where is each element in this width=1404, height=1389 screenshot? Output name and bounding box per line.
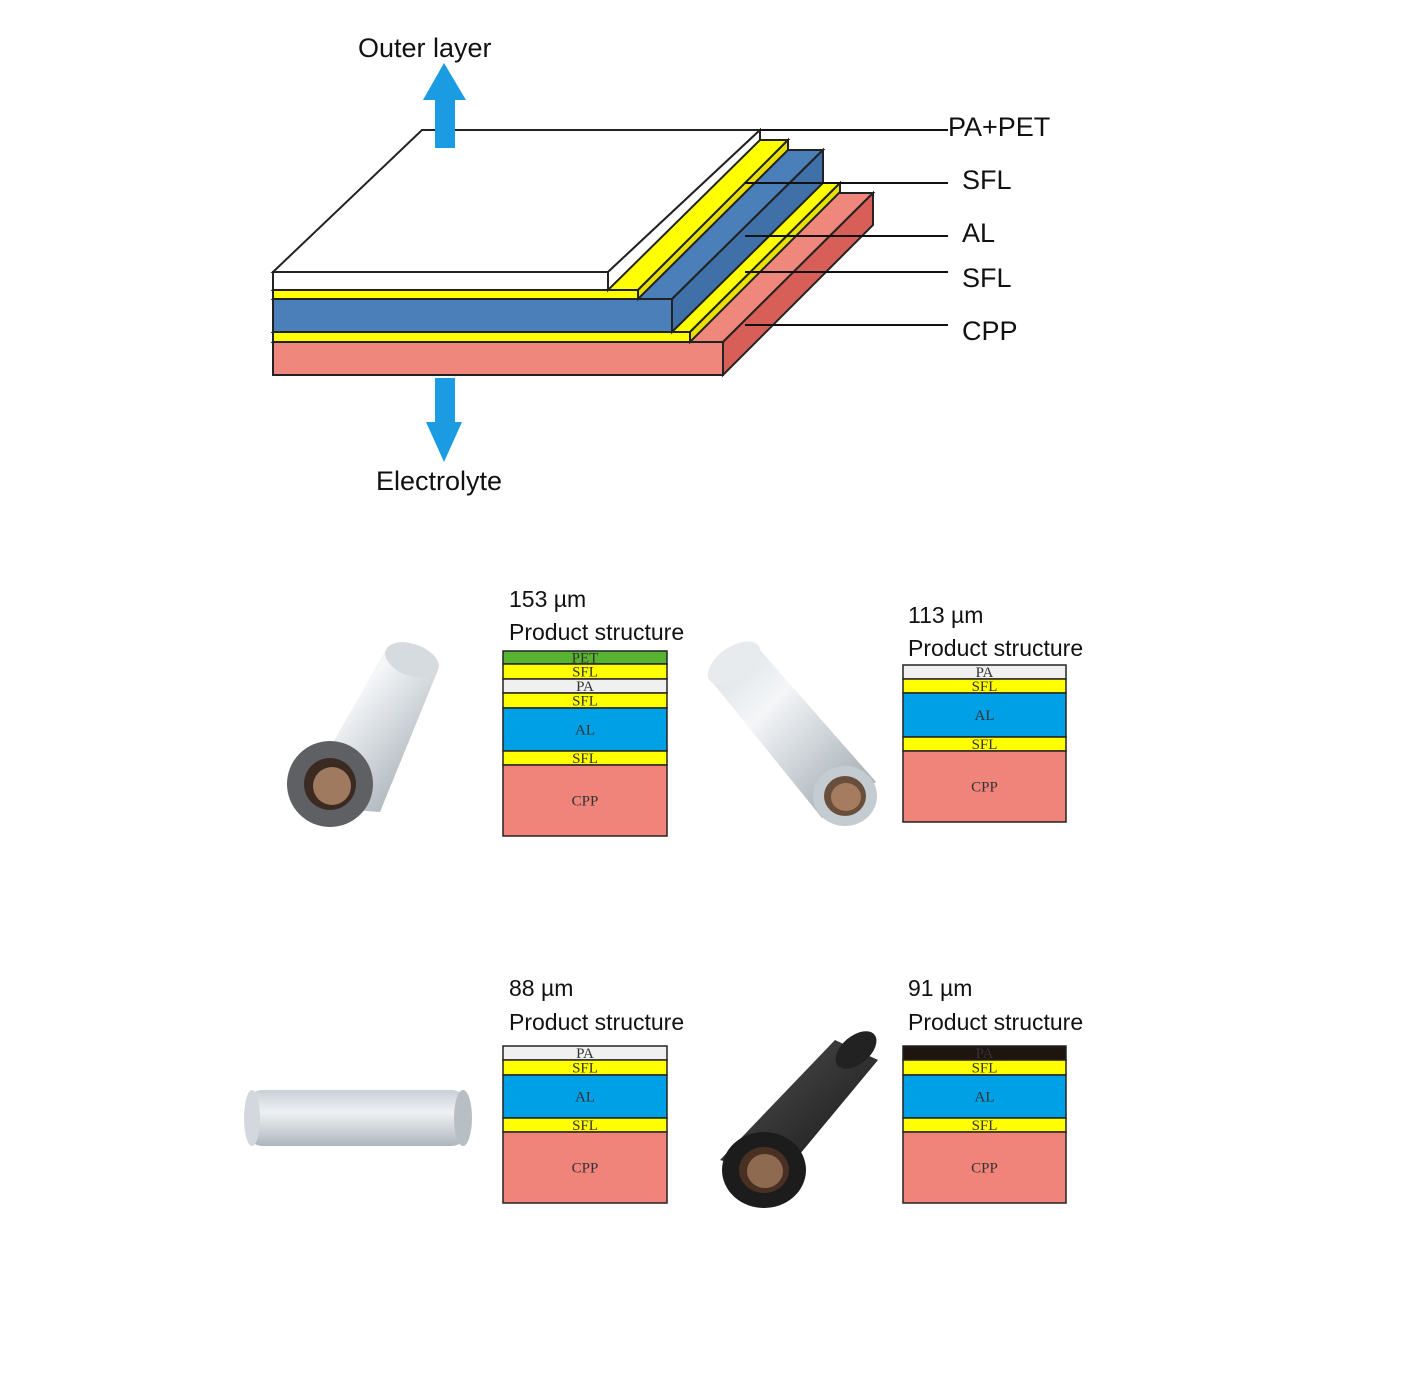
layer-label-sfl: SFL: [572, 665, 598, 681]
layer-label-al: AL: [575, 723, 595, 739]
arrow-down-icon: [426, 378, 462, 462]
layer-label-al: AL: [962, 218, 995, 248]
layer-label-pa: PA: [576, 679, 594, 695]
layer-band-cpp: [502, 764, 668, 837]
layer-stack-diagram: PA+PET SFL AL SFL CPP Outer layer Electr…: [270, 33, 1050, 496]
layer-label-cpp: CPP: [971, 780, 998, 796]
layer-pa-pet: [270, 127, 763, 293]
roll-photo-1: [287, 642, 439, 827]
layer-label-sfl: SFL: [972, 1118, 998, 1134]
layer-label-sfl: SFL: [972, 737, 998, 753]
layer-band-cpp: [502, 1131, 668, 1204]
structure-caption: Product structure: [908, 635, 1083, 661]
layer-band-al: [902, 692, 1067, 738]
layer-label-pa-pet: PA+PET: [948, 112, 1050, 142]
thickness-label: 88 µm: [509, 975, 573, 1001]
layer-label-sfl: SFL: [572, 1061, 598, 1077]
layer-label-cpp: CPP: [962, 316, 1018, 346]
layer-band-al: [902, 1074, 1067, 1119]
layer-label-pet: PET: [572, 651, 599, 667]
layer-band-al: [502, 1074, 668, 1119]
layer-label-cpp: CPP: [572, 794, 599, 810]
outer-layer-label: Outer layer: [358, 33, 492, 63]
leader-lines: [745, 129, 948, 326]
structure-caption: Product structure: [509, 1009, 684, 1035]
layer-band-cpp: [902, 1131, 1067, 1204]
thickness-label: 91 µm: [908, 975, 972, 1001]
layer-label-sfl: SFL: [972, 679, 998, 695]
layer-label-sfl: SFL: [972, 1061, 998, 1077]
roll-photo-3: [244, 1090, 472, 1146]
layer-label-sfl: SFL: [572, 1118, 598, 1134]
layer-label-pa: PA: [976, 665, 994, 681]
thickness-label: 153 µm: [509, 586, 586, 612]
layer-band-al: [502, 707, 668, 752]
layer-label-cpp: CPP: [971, 1161, 998, 1177]
layer-label-pa: PA: [976, 1046, 994, 1062]
roll-photo-4: [720, 1031, 878, 1208]
layer-label-sfl-upper: SFL: [962, 165, 1012, 195]
layer-label-al: AL: [975, 708, 995, 724]
layer-label-sfl: SFL: [572, 751, 598, 767]
structure-caption: Product structure: [509, 619, 684, 645]
roll-photo-2: [707, 641, 877, 826]
layer-label-pa: PA: [576, 1046, 594, 1062]
product-structure-1: 153 µm Product structure PETSFLPASFLALSF…: [502, 586, 684, 837]
layer-label-al: AL: [575, 1090, 595, 1106]
electrolyte-label: Electrolyte: [376, 466, 502, 496]
layer-label-al: AL: [975, 1090, 995, 1106]
thickness-label: 113 µm: [908, 602, 983, 628]
layer-label-sfl: SFL: [572, 694, 598, 710]
layer-band-cpp: [902, 750, 1067, 823]
arrow-up-icon: [423, 63, 466, 148]
layer-label-sfl-lower: SFL: [962, 263, 1012, 293]
structure-caption: Product structure: [908, 1009, 1083, 1035]
layer-label-cpp: CPP: [572, 1161, 599, 1177]
